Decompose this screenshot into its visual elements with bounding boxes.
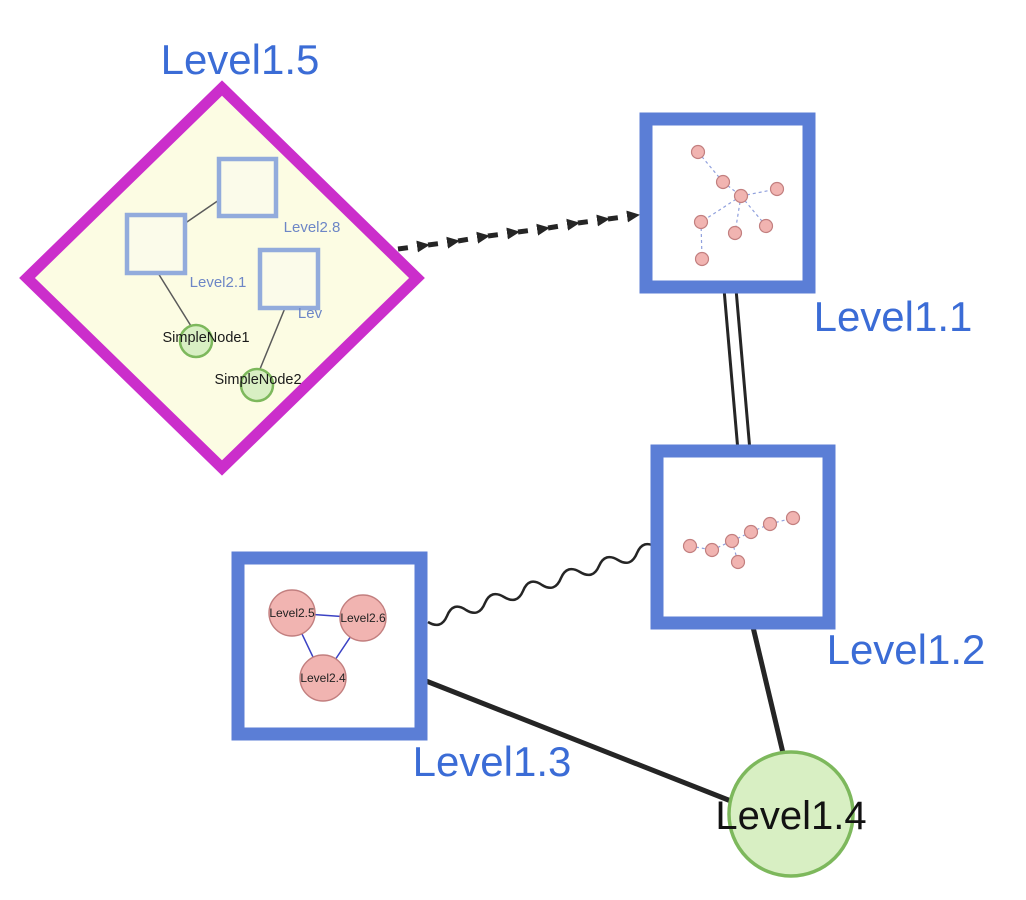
node-level1-5[interactable]: Level2.8 Level2.1 Lev SimpleNode1 Simple…: [19, 36, 425, 476]
node-label-level2-8: Level2.8: [284, 219, 341, 236]
node-label-level2-5: Level2.5: [269, 606, 315, 620]
node-level2-4[interactable]: [299, 654, 347, 702]
node-label-level2-1: Level2.1: [190, 274, 247, 291]
edge-layer: [397, 210, 786, 806]
node-label-level1-4: Level1.4: [715, 794, 866, 838]
edge-level1-5-to-level1-1: [397, 210, 640, 253]
edge-level1-3-to-level1-4: [420, 676, 737, 806]
node-label-level2-trunc: Lev: [298, 305, 323, 322]
mini-node: [715, 174, 731, 190]
mini-node: [694, 251, 710, 267]
level1-2-mini-graph: [682, 510, 801, 570]
node-label-level1-3: Level1.3: [413, 738, 572, 785]
node-simplenode1[interactable]: [178, 323, 214, 359]
node-label-level1-5: Level1.5: [161, 36, 320, 83]
level1-3-box[interactable]: [231, 551, 428, 741]
node-level2-1[interactable]: [124, 212, 188, 276]
mini-node: [727, 225, 743, 241]
mini-node: [785, 510, 801, 526]
level1-4-circle[interactable]: [727, 750, 855, 878]
node-level2-8[interactable]: [216, 156, 279, 219]
node-level2-trunc[interactable]: [257, 247, 321, 311]
node-label-simplenode2: SimpleNode2: [214, 372, 301, 388]
mini-edge: [700, 195, 742, 223]
mini-node: [733, 188, 749, 204]
mini-node: [724, 533, 740, 549]
level1-2-box[interactable]: [650, 444, 836, 630]
mini-node: [762, 516, 778, 532]
mini-node: [743, 524, 759, 540]
mini-node: [730, 554, 746, 570]
mini-node: [769, 181, 785, 197]
edge-level2-1-to-simplenode1: [157, 272, 192, 327]
node-simplenode2[interactable]: [239, 367, 275, 403]
node-label-level2-4: Level2.4: [300, 671, 346, 685]
node-label-level1-1: Level1.1: [814, 293, 973, 340]
mini-node: [758, 218, 774, 234]
node-level2-5[interactable]: [268, 589, 316, 637]
mini-node: [693, 214, 709, 230]
edge-level1-3-to-level1-2: [427, 542, 657, 627]
level1-1-box[interactable]: [639, 112, 816, 294]
edge-level2-8-to-level2-1: [183, 199, 220, 225]
node-label-level1-2: Level1.2: [827, 626, 986, 673]
node-level2-6[interactable]: [339, 594, 387, 642]
node-level1-2[interactable]: Level1.2: [650, 444, 986, 673]
mini-node: [690, 144, 706, 160]
edge-level1-2-to-level1-4: [750, 626, 786, 754]
mini-node: [682, 538, 698, 554]
node-level1-1[interactable]: Level1.1: [639, 112, 973, 340]
edge-level1-1-to-level1-2: [722, 288, 752, 452]
node-level1-3[interactable]: Level2.5 Level2.6 Level2.4 Level1.3: [231, 551, 572, 785]
mini-node: [704, 542, 720, 558]
node-label-simplenode1: SimpleNode1: [162, 330, 249, 346]
edge-lev-to-simplenode2: [259, 307, 286, 370]
node-level1-4[interactable]: Level1.4: [715, 750, 867, 878]
level1-1-mini-graph: [690, 144, 785, 267]
level1-5-diamond-shape[interactable]: [19, 80, 425, 476]
node-label-level2-6: Level2.6: [340, 611, 386, 625]
